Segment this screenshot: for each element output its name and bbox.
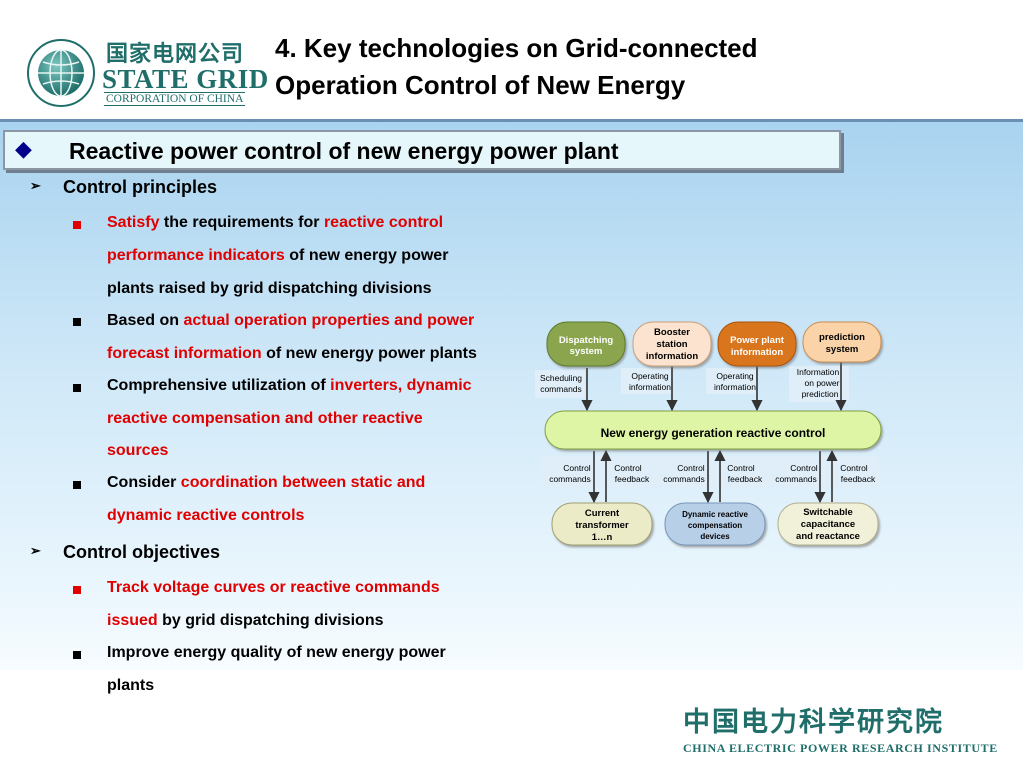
node-current-transformer — [551, 502, 653, 546]
node-text: and reactance — [796, 531, 860, 542]
title-line-2: Operation Control of New Energy — [275, 70, 686, 100]
node-switchable-capacitance — [777, 502, 879, 546]
node-text: Dynamic reactive — [682, 510, 748, 519]
label-bg — [789, 366, 849, 402]
node-text: system — [570, 346, 603, 357]
node-text: transformer — [575, 520, 629, 531]
node-text: prediction — [819, 332, 865, 343]
title-line-1: 4. Key technologies on Grid-connected — [275, 33, 758, 63]
node-text: devices — [700, 532, 730, 541]
edge-label: feedback — [841, 474, 876, 484]
edge-label: Scheduling — [540, 373, 582, 383]
principle-2-line-2: forecast information of new energy power… — [107, 345, 477, 362]
content-background — [0, 122, 1023, 670]
node-text: Power plant — [730, 335, 785, 346]
edge-label: Control — [563, 463, 591, 473]
edge-label: feedback — [615, 474, 650, 484]
node-text: 1…n — [592, 532, 613, 543]
edge-label: commands — [663, 474, 705, 484]
objective-2-line-2: plants — [107, 677, 155, 694]
principle-1-line-3: plants raised by grid dispatching divisi… — [107, 280, 432, 297]
logo-subtitle: CORPORATION OF CHINA — [104, 92, 246, 106]
edge-label: Control — [840, 463, 868, 473]
node-text: Switchable — [803, 507, 853, 518]
principle-2-line-1: Based on actual operation properties and… — [107, 312, 475, 329]
principle-4-line-1: Consider coordination between static and — [107, 474, 426, 491]
principle-1-line-2: performance indicators of new energy pow… — [107, 247, 449, 264]
node-prediction-system — [802, 321, 882, 363]
principle-3-line-2: reactive compensation and other reactive — [107, 410, 423, 427]
node-text: Booster — [654, 327, 690, 338]
node-text: Dispatching — [559, 335, 614, 346]
edge-label: commands — [775, 474, 817, 484]
square-bullet-icon — [73, 586, 81, 594]
reactive-control-diagram: Dispatching system Booster station infor… — [535, 321, 882, 546]
diamond-bullet-icon: ◆ — [15, 136, 32, 161]
principle-1-line-1: Satisfy the requirements for reactive co… — [107, 214, 444, 231]
edge-label: Operating — [631, 371, 669, 381]
label-bg — [706, 368, 756, 394]
node-text: Current — [585, 508, 620, 519]
header-divider — [0, 119, 1023, 122]
arrow-bullet-icon: ➢ — [30, 543, 41, 558]
edge-label: on power — [805, 378, 840, 388]
edge-label: Information — [797, 367, 840, 377]
center-text: New energy generation reactive control — [601, 426, 826, 440]
principle-3-line-3: sources — [107, 442, 169, 459]
edge-label: Control — [614, 463, 642, 473]
node-text: capacitance — [801, 519, 855, 530]
node-text: system — [826, 344, 859, 355]
node-text: information — [646, 351, 698, 362]
node-text: compensation — [688, 521, 742, 530]
cepri-logo: 中国电力科学研究院 CHINA ELECTRIC POWER RESEARCH … — [683, 700, 998, 756]
edge-label: feedback — [728, 474, 763, 484]
node-text: information — [731, 347, 783, 358]
square-bullet-icon — [73, 384, 81, 392]
edge-label: commands — [549, 474, 591, 484]
slide-title: 4. Key technologies on Grid-connected Op… — [275, 30, 758, 104]
edge-label: prediction — [802, 389, 839, 399]
node-text: station — [656, 339, 687, 350]
logo-english-text: STATE GRID — [102, 64, 269, 94]
section-banner: ◆ Reactive power control of new energy p… — [3, 130, 841, 170]
label-bg — [541, 456, 879, 488]
node-power-plant-information — [717, 321, 797, 367]
edge-label: commands — [540, 384, 582, 394]
globe-icon — [27, 39, 95, 107]
label-bg — [535, 370, 585, 398]
edge-label: Control — [727, 463, 755, 473]
edge-label: Control — [790, 463, 818, 473]
edge-label: Operating — [716, 371, 754, 381]
footer-english-text: CHINA ELECTRIC POWER RESEARCH INSTITUTE — [683, 741, 998, 755]
edge-label: information — [629, 382, 671, 392]
square-bullet-icon — [73, 651, 81, 659]
footer-chinese-text: 中国电力科学研究院 — [683, 707, 944, 738]
edge-label: Control — [677, 463, 705, 473]
node-dynamic-reactive-compensation — [664, 502, 766, 546]
node-reactive-control-center — [544, 410, 882, 450]
square-bullet-icon — [73, 318, 81, 326]
square-bullet-icon — [73, 481, 81, 489]
square-bullet-icon — [73, 221, 81, 229]
objective-1-line-1: Track voltage curves or reactive command… — [107, 579, 440, 596]
node-booster-station-information — [632, 321, 712, 367]
principle-3-line-1: Comprehensive utilization of inverters, … — [107, 377, 472, 394]
node-dispatching-system — [546, 321, 626, 367]
label-bg — [621, 368, 671, 394]
edge-label: information — [714, 382, 756, 392]
principle-4-line-2: dynamic reactive controls — [107, 507, 305, 524]
logo-chinese-text: 国家电网公司 — [106, 42, 245, 67]
arrow-bullet-icon: ➢ — [30, 178, 41, 193]
objective-1-line-2: issued by grid dispatching divisions — [107, 612, 384, 629]
banner-text: Reactive power control of new energy pow… — [69, 138, 619, 164]
state-grid-logo: 国家电网公司 STATE GRID CORPORATION OF CHINA — [26, 28, 269, 108]
objective-2-line-1: Improve energy quality of new energy pow… — [107, 644, 446, 661]
